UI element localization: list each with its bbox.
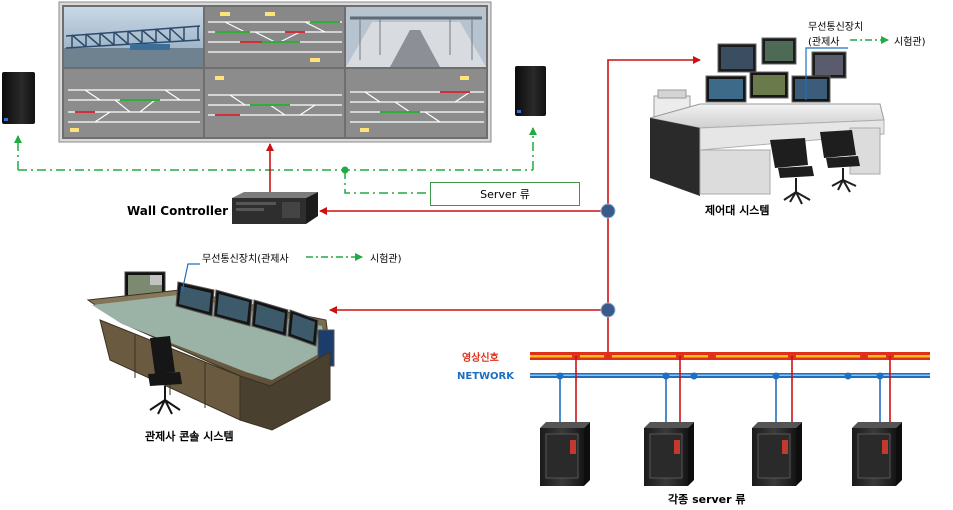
server-1 — [540, 422, 590, 486]
radio-device-top-line1: 무선통신장치 — [808, 22, 864, 33]
control-desk-image — [649, 37, 885, 205]
server-2 — [644, 422, 694, 486]
wall-controller-device — [232, 192, 318, 224]
video-bus — [530, 352, 930, 360]
server-4 — [852, 422, 902, 486]
radio-device-console-left: 무선통신장치(관제사 — [202, 254, 289, 265]
console-image — [86, 271, 335, 431]
radio-device-top-left: (관제사 — [808, 37, 840, 48]
network-bus — [530, 373, 930, 378]
radio-pointer-top — [805, 47, 848, 100]
radio-device-console-right: 시험관) — [370, 254, 402, 265]
wall-controller-label: Wall Controller — [127, 204, 229, 218]
various-servers-label: 각종 server 류 — [668, 493, 746, 506]
server-group-label: Server 류 — [480, 188, 530, 201]
bus-taps — [556, 352, 894, 380]
server-drops — [559, 356, 891, 426]
server-group-box: Server 류 — [430, 182, 580, 206]
radio-pointer-console — [181, 263, 200, 293]
console-system-label: 관제사 콘솔 시스템 — [145, 430, 234, 443]
control-desk-system-label: 제어대 시스템 — [705, 204, 770, 217]
radio-device-top-right: 시험관) — [894, 37, 926, 48]
network-label: NETWORK — [457, 371, 515, 382]
audio-junction — [341, 166, 349, 174]
audio-line — [14, 127, 537, 194]
video-wall — [58, 1, 492, 143]
network-nodes — [600, 203, 616, 318]
video-lines — [266, 56, 701, 357]
video-signal-label: 영상신호 — [462, 353, 499, 364]
server-3 — [752, 422, 802, 486]
left-speaker — [2, 72, 35, 124]
right-speaker — [515, 66, 546, 116]
